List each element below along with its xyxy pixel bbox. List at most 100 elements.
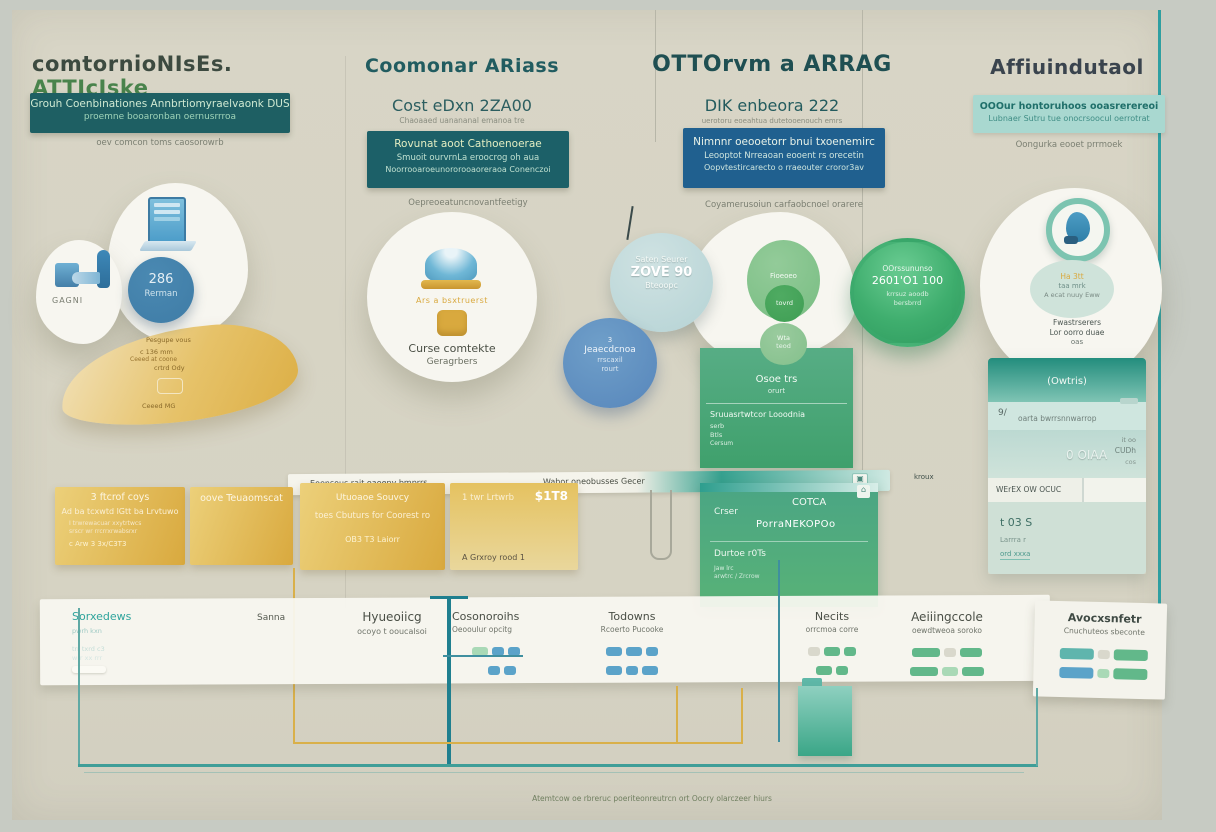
panel-bottom-value: t 03 S bbox=[1000, 516, 1033, 529]
cell3-sub: ocoyo t ooucalsoi bbox=[357, 627, 427, 636]
paddle-icon bbox=[97, 250, 110, 288]
glossy-green-circle: OOrssununso 2601'O1 100 krrsuz aoodb ber… bbox=[850, 238, 965, 347]
cell4-pill-row1 bbox=[470, 641, 562, 660]
panel2-corner-icon: ⌂ bbox=[857, 485, 870, 498]
chip-circle: 286 Rerman bbox=[128, 257, 194, 323]
yellow-box-1-foot: c Arw 3 3x/C3T3 bbox=[69, 540, 127, 548]
ellipse-line2: taa mrk bbox=[1058, 282, 1086, 290]
cell5-sub: Rcoerto Pucooke bbox=[600, 625, 664, 634]
table-cell-2: Sanna bbox=[257, 613, 327, 623]
column1-box-line2: proemne booaronban oernusrrroa bbox=[83, 112, 237, 122]
green-bubble-1-label: Fioeoeo bbox=[770, 272, 797, 280]
teal-connector-thick-vertical bbox=[447, 598, 451, 766]
cell6-title: Necits bbox=[814, 610, 850, 623]
pill-icon bbox=[1059, 647, 1094, 660]
column2-note: Oepreoeatuncnovantfeetigy bbox=[408, 198, 528, 208]
yellow-box-3-title: Utuoaoe Souvcy bbox=[335, 493, 410, 503]
blue-circle-line4: rourt bbox=[601, 365, 619, 373]
column4-info-box: OOOur hontoruhoos ooasrerereoi Lubnaer S… bbox=[973, 95, 1165, 133]
pill-icon bbox=[836, 666, 848, 675]
column3-pale-circle: Saten Seurer ZOVE 90 Bteoopc bbox=[610, 233, 713, 332]
ellipse-line3: A ecat nuuy Eww bbox=[1044, 291, 1100, 299]
cell7-sub: oewdtweoa soroko bbox=[911, 626, 983, 635]
computer-icon-base bbox=[139, 241, 197, 251]
column4-below-line2: Lor oorro duae bbox=[1049, 328, 1105, 337]
panel1-row-line2: Btls bbox=[710, 431, 723, 439]
teal-connector-bottom-horizontal bbox=[78, 764, 1038, 767]
column4-below-line1: Fwastrserers bbox=[1052, 318, 1102, 327]
pill-icon bbox=[816, 666, 832, 675]
pill-icon bbox=[844, 647, 856, 656]
green-bubble-3: Wta teod bbox=[760, 323, 807, 365]
pill-icon bbox=[944, 648, 956, 657]
cell6-pill-row2 bbox=[787, 660, 877, 679]
pale-circle-line3: Bteoopc bbox=[645, 281, 678, 290]
column4-ellipse: Ha 3tt taa mrk A ecat nuuy Eww bbox=[1030, 260, 1114, 318]
green-square-tab bbox=[802, 678, 822, 686]
computer-icon-line bbox=[154, 203, 180, 207]
panel2-divider bbox=[710, 541, 868, 542]
yellow-box-4: 1 twr Lrtwrb $1T8 A Grxroy rood 1 bbox=[450, 483, 578, 570]
cell4-title: Cosonoroihs bbox=[452, 610, 520, 623]
computer-icon-line bbox=[154, 210, 180, 214]
column3-subtitle: DIK enbeora 222 bbox=[704, 96, 840, 115]
panel-row1-label: 9/ bbox=[998, 408, 1007, 418]
pill-icon bbox=[626, 666, 638, 675]
panel-tab bbox=[1120, 398, 1138, 404]
pill-icon bbox=[1059, 666, 1094, 679]
strip-note: kroux bbox=[914, 473, 934, 481]
teal-connector-cap bbox=[430, 596, 468, 599]
blue-circle-line3: rrscaxil bbox=[597, 356, 623, 364]
green-bubble-3-label1: Wta bbox=[777, 334, 790, 342]
yellow-tile-icon bbox=[437, 310, 467, 336]
column4-box-line1: OOOur hontoruhoos ooasrerereoi bbox=[979, 101, 1159, 112]
table-cell-5: Todowns Rcoerto Pucooke bbox=[577, 610, 687, 679]
panel2-tag: COTCA bbox=[792, 497, 827, 508]
leaf-line5: Ceeed MG bbox=[142, 402, 176, 410]
column2-box-line3: Noorrooaroeunororooaoreraoa Conenczoi bbox=[385, 165, 551, 174]
pill-icon bbox=[472, 647, 488, 656]
column2-circle-title: Curse comtekte bbox=[408, 342, 496, 355]
column-divider-line bbox=[862, 10, 863, 496]
pill-icon bbox=[646, 647, 658, 656]
panel2-header-strip bbox=[700, 483, 878, 492]
column2-box-line2: Smuoit ourvrnLa eroocrog oh aua bbox=[396, 153, 540, 163]
pill-icon bbox=[626, 647, 642, 656]
cell4-sub: Oeooulur opcitg bbox=[452, 625, 513, 634]
column2-circle-subtitle: Geragrbers bbox=[426, 357, 478, 367]
panel-bottom-line2: ord xxxa bbox=[1000, 550, 1031, 560]
panel-row3-side1: it oo bbox=[1121, 436, 1136, 444]
column2-header: Coomonar ARiass bbox=[364, 55, 560, 77]
table-cell-7: Aeiiingccole oewdtweoa soroko bbox=[882, 610, 1012, 680]
device-label: GAGNI bbox=[52, 296, 84, 305]
column4-note: Oongurka eooet prrmoek bbox=[1015, 140, 1123, 150]
column3-note: Coyamerusoiun carfaobcnoel orarere bbox=[705, 200, 863, 210]
chip-label: Rerman bbox=[144, 289, 178, 299]
column3-box-line3: Oopvtestircarecto o rraeouter croror3av bbox=[704, 163, 864, 172]
pill-icon bbox=[960, 648, 982, 657]
green-bubble-3-label2: teod bbox=[776, 342, 791, 350]
glossy-line4: bersbrrd bbox=[893, 299, 922, 307]
yellow-box-3-foot: OB3 T3 Laiorr bbox=[345, 535, 400, 544]
column2-box-line1: Rovunat aoot Cathoenoerae bbox=[394, 138, 542, 150]
column4-header: Affiuindutaol bbox=[990, 55, 1144, 79]
cell5-pill-row1 bbox=[577, 641, 687, 660]
column1-note: oev comcon toms caosorowrb bbox=[96, 138, 224, 148]
cell1-sub: pwrh kxn bbox=[72, 627, 102, 635]
column3-header: OTTOrvm a ARRAG bbox=[652, 52, 892, 77]
cell1-pill bbox=[72, 666, 106, 673]
yellow-connector-vertical-3 bbox=[741, 688, 743, 742]
pill-icon bbox=[642, 666, 658, 675]
yellow-box-2-title: oove Teuaomscat bbox=[200, 493, 283, 504]
person-icon-detail bbox=[1064, 236, 1078, 244]
leaf-line2: c 136 mm bbox=[140, 348, 173, 356]
column-divider-line bbox=[655, 10, 656, 142]
panel-row3-side3: cos bbox=[1125, 458, 1136, 466]
column4-panel-row4: WErEX OW OCUC bbox=[988, 478, 1146, 502]
yellow-box-2: oove Teuaomscat bbox=[190, 487, 293, 565]
yellow-box-1-line: Ad ba tcxwtd lGtt ba Lrvtuwo bbox=[61, 507, 179, 516]
panel-top-label: (Owtris) bbox=[1047, 376, 1087, 387]
pale-circle-line1: Saten Seurer bbox=[635, 255, 688, 264]
pill-icon bbox=[910, 667, 938, 676]
